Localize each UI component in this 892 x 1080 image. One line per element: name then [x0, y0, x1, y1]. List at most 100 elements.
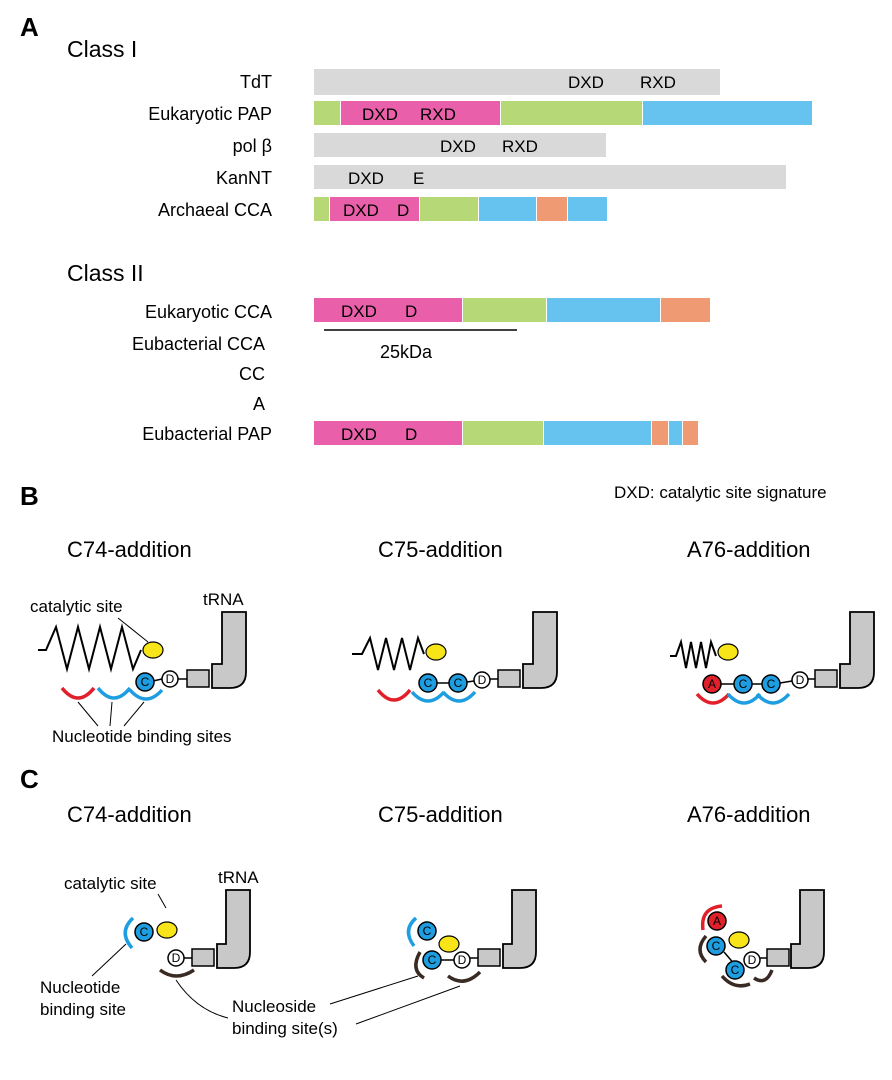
class-2-title: Class II: [67, 260, 144, 286]
catalytic-site-label-b: catalytic site: [30, 597, 123, 616]
trna-label-c: tRNA: [218, 868, 259, 887]
trna-stub-b2: [497, 669, 521, 688]
nucleotide-c-c2b: [417, 921, 437, 941]
row-label-cc: CC: [239, 364, 265, 384]
nucleotide-a-c3: [707, 911, 727, 931]
scheme-c-c75: D C C: [329, 889, 537, 1025]
binding-site-blue-b3b: [755, 692, 791, 705]
enzyme-spring-b3: [670, 638, 717, 669]
domain-ecca-orange: [661, 298, 710, 322]
nucleotide-a-b3: [702, 674, 722, 694]
panel-b-label: B: [20, 481, 39, 511]
binding-pointer-3: [123, 701, 145, 727]
nucleotide-binding-label-c-2: binding site: [40, 1000, 126, 1019]
trna-body-b3: [839, 611, 875, 689]
binding-pointer-1: [77, 701, 99, 727]
binding-site-blue-b2b: [441, 690, 477, 703]
bond-b2b: [466, 680, 475, 683]
nucleotide-c-b2b: [448, 673, 468, 693]
binding-site-red-b2: [376, 688, 412, 702]
row-label-eubacterial-pap: Eubacterial PAP: [142, 424, 272, 444]
catalytic-site-c1: [156, 921, 178, 939]
nucleotide-a-b3-label: A: [708, 677, 716, 691]
domain-epap-blue: [643, 101, 812, 125]
motif-acca-dxd: DXD: [343, 201, 379, 220]
nucleotide-c-c3b: [725, 960, 745, 980]
domain-ecca-pink: [314, 298, 462, 322]
phase-c-c74: C74-addition: [67, 802, 192, 827]
motif-bpap-dxd: DXD: [341, 425, 377, 444]
trna-body-c1: [216, 889, 251, 969]
catalytic-site-b2: [425, 643, 447, 661]
domain-acca-green-2: [420, 197, 478, 221]
enzyme-spring-b1: [38, 623, 142, 673]
trna-label-b: tRNA: [203, 590, 244, 609]
catalytic-site-b3: [717, 643, 739, 661]
panel-c: C C74-addition C75-addition A76-addition…: [20, 764, 825, 1038]
nucleotide-c-b3a-label: C: [739, 677, 748, 691]
motif-epap-dxd: DXD: [362, 105, 398, 124]
scheme-c-a76: D C C A: [698, 889, 825, 988]
nucleoside-site-c2b: [446, 970, 482, 983]
trna-body-b2: [522, 611, 558, 689]
phase-c-a76: A76-addition: [687, 802, 811, 827]
nucleotide-a-c3-label: A: [713, 914, 721, 928]
nucleotide-binding-label-c-1: Nucleotide: [40, 978, 120, 997]
nucleoside-binding-label-c-2: binding site(s): [232, 1019, 338, 1038]
row-label-eukaryotic-cca: Eukaryotic CCA: [145, 302, 272, 322]
scheme-c-c74: catalytic site tRNA D C Nucleotide bindi…: [40, 868, 338, 1038]
binding-site-blue-b2a: [410, 690, 446, 703]
nucleotide-d-c1-label: D: [172, 951, 181, 965]
domain-epap-green-1: [314, 101, 340, 125]
trna-stub-b1: [186, 669, 210, 688]
motif-tdt-dxd: DXD: [568, 73, 604, 92]
motif-ecca-dxd: DXD: [341, 302, 377, 321]
nucleotide-d-c1: [167, 949, 185, 967]
catalytic-site-pointer-b: [117, 617, 149, 643]
trna-stub-c1: [191, 948, 215, 967]
row-label-pol-beta: pol β: [233, 136, 272, 156]
binding-site-blue-b3a: [726, 692, 762, 705]
domain-bpap-orange-2: [683, 421, 698, 445]
nucleoside-site-c3a: [698, 934, 708, 964]
trna-stub-c2: [477, 948, 501, 967]
domain-acca-blue-2: [568, 197, 607, 221]
trna-stub-c3: [766, 948, 790, 967]
nucleoside-pointer-3: [355, 985, 461, 1025]
binding-pointer-2: [109, 701, 113, 727]
nucleotide-c-b1-label: C: [141, 675, 150, 689]
nucleotide-c-c1: [134, 922, 154, 942]
panel-a-label: A: [20, 12, 39, 42]
nucleotide-c-c2a: [422, 950, 442, 970]
nucleotide-c-b1: [135, 672, 155, 692]
nucleoside-pointer-2: [329, 975, 419, 1005]
nucleotide-c-b3a: [733, 674, 753, 694]
binding-site-red-b3: [695, 692, 731, 705]
nucleotide-c-b2b-label: C: [454, 676, 463, 690]
domain-bpap-blue-2: [669, 421, 682, 445]
motif-bpap-d: D: [405, 425, 417, 444]
nucleoside-site-c1: [158, 968, 195, 978]
nucleoside-site-c2a: [414, 951, 425, 980]
nucleotide-d-b2-label: D: [478, 673, 487, 687]
domain-ecca-green: [463, 298, 546, 322]
motif-tdt-rxd: RXD: [640, 73, 676, 92]
catalytic-site-b1: [142, 641, 164, 659]
scheme-b-c74: catalytic site tRNA D C Nucleotide bindi…: [30, 590, 247, 746]
nucleotide-binding-label-b: Nucleotide binding sites: [52, 727, 232, 746]
row-label-kannt: KanNT: [216, 168, 272, 188]
row-label-eubacterial-cca: Eubacterial CCA: [132, 334, 265, 354]
nucleotide-d-b1-label: D: [166, 672, 175, 686]
binding-site-red-c3: [700, 904, 723, 931]
domain-acca-pink: [330, 197, 419, 221]
catalytic-site-pointer-c: [157, 893, 167, 909]
phase-c-c75: C75-addition: [378, 802, 503, 827]
motif-epap-rxd: RXD: [420, 105, 456, 124]
domain-tdt-gray: [314, 69, 720, 95]
nucleotide-c-c1-label: C: [140, 925, 149, 939]
nucleotide-c-b3b-label: C: [767, 677, 776, 691]
domain-epap-pink: [341, 101, 500, 125]
phase-b-a76: A76-addition: [687, 537, 811, 562]
trna-body-c2: [502, 889, 537, 969]
